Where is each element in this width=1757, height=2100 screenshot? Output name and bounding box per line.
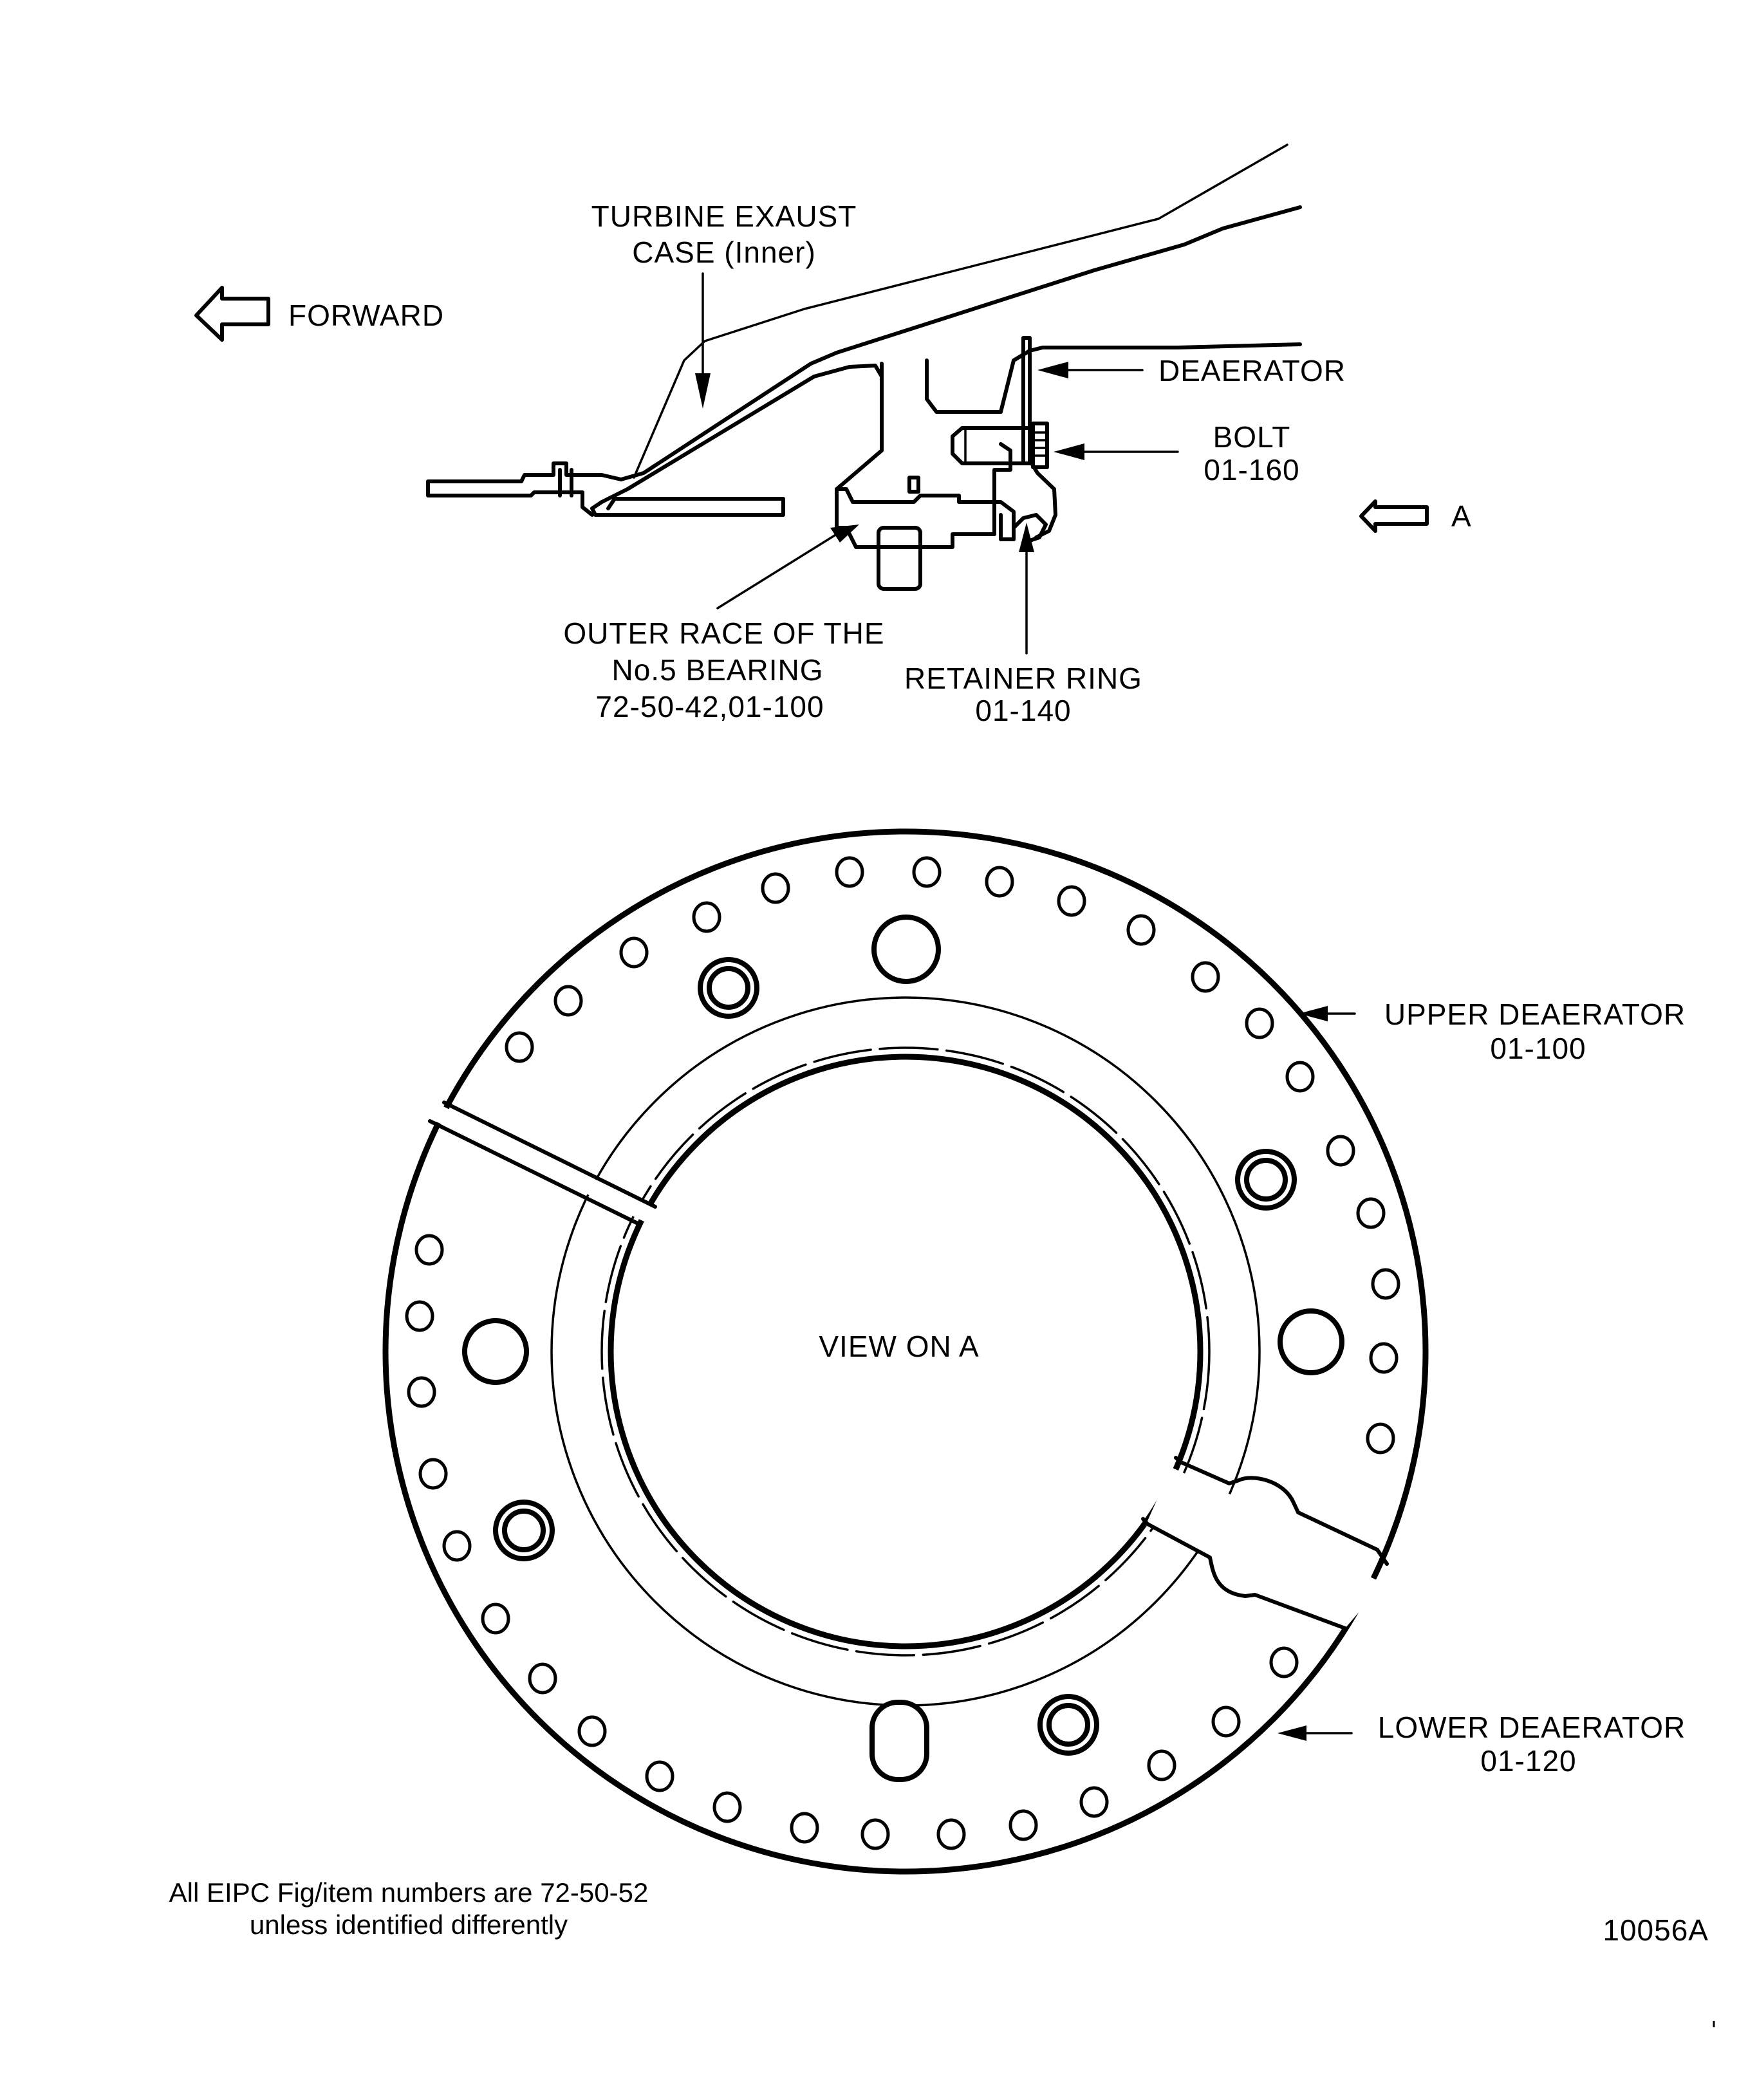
bolt-hole bbox=[481, 1603, 510, 1635]
bolt-hole bbox=[912, 856, 942, 888]
bolt-hole bbox=[1057, 885, 1086, 917]
retainer-ring-ref: 01-140 bbox=[975, 694, 1071, 727]
upper-deaerator-leader bbox=[1299, 1006, 1356, 1021]
bolt-hole bbox=[1326, 1135, 1355, 1167]
bolt-hole bbox=[505, 1031, 534, 1063]
bolt-hole bbox=[577, 1715, 607, 1747]
bolt-hole bbox=[985, 866, 1014, 898]
bolt-hole bbox=[712, 1791, 742, 1823]
bolt-hole bbox=[1245, 1007, 1274, 1039]
deaerator-inner-bore bbox=[608, 1054, 1204, 1649]
bolt-hole bbox=[1285, 1061, 1315, 1093]
bolt-hole bbox=[619, 936, 649, 969]
exhaust-case-wall-upper bbox=[619, 205, 1302, 481]
bolt-hole bbox=[1126, 914, 1156, 946]
deaerator-leader bbox=[1037, 362, 1144, 378]
race-locating-pin bbox=[907, 476, 920, 494]
bolt-hole bbox=[407, 1376, 436, 1408]
lower-deaerator-label: LOWER DEAERATOR bbox=[1378, 1711, 1686, 1744]
lower-deaerator-leader bbox=[1278, 1725, 1353, 1741]
upper-left-split-joint bbox=[428, 1101, 657, 1227]
bolt-hole bbox=[1191, 961, 1220, 993]
counterbored-hole bbox=[1235, 1149, 1297, 1211]
bolt-hole bbox=[1147, 1749, 1176, 1781]
forward-label: FORWARD bbox=[288, 299, 444, 332]
upper-deaerator-label: UPPER DEAERATOR bbox=[1384, 998, 1686, 1031]
bolt-hole bbox=[1366, 1422, 1395, 1454]
outer-race-block bbox=[877, 526, 922, 591]
bolt-hole bbox=[790, 1812, 819, 1844]
bolt-hole bbox=[1009, 1809, 1038, 1841]
bolt-hole bbox=[1369, 1342, 1399, 1374]
support-vertical-web bbox=[880, 362, 1012, 536]
upper-deaerator-end bbox=[1174, 1456, 1379, 1552]
bolt-label: BOLT bbox=[1213, 420, 1291, 454]
bolt-hole bbox=[1356, 1197, 1386, 1229]
bolt-leader bbox=[1054, 443, 1179, 460]
exhaust-case-label-line2: CASE (Inner) bbox=[632, 236, 816, 269]
lower-deaerator-end bbox=[1141, 1517, 1347, 1630]
outer-race-label-line1: OUTER RACE OF THE bbox=[563, 617, 884, 650]
eipc-note-line2: unless identified differently bbox=[250, 1910, 568, 1940]
bolt-hole bbox=[1269, 1646, 1299, 1678]
bolt-hole bbox=[442, 1530, 472, 1562]
view-a-arrow-label: A bbox=[1451, 499, 1472, 533]
bolt-hole bbox=[405, 1300, 434, 1332]
deaerator-outer-edge bbox=[382, 828, 1429, 1875]
outer-race-housing bbox=[835, 487, 1016, 541]
large-hole bbox=[1278, 1308, 1344, 1375]
deaerator-label: DEAERATOR bbox=[1158, 354, 1346, 387]
bolt-hole bbox=[692, 901, 721, 933]
forward-flange bbox=[426, 461, 785, 517]
bolt-hole bbox=[418, 1458, 448, 1490]
exhaust-case-wall-lower bbox=[600, 364, 884, 504]
left-arrow-icon bbox=[1359, 499, 1429, 533]
outer-race-leader bbox=[716, 525, 859, 609]
bolt-01-160 bbox=[951, 422, 1049, 469]
support-upper-flange bbox=[925, 342, 1302, 414]
bolt-hole-pattern bbox=[405, 856, 1400, 1850]
face-view: VIEW ON A UPPER DEAERATOR 01-100 LOWER D… bbox=[382, 828, 1686, 1875]
figure-id: 10056A bbox=[1603, 1913, 1709, 1947]
bolt-hole bbox=[645, 1760, 674, 1792]
left-arrow-icon bbox=[194, 286, 270, 342]
outer-race-ref: 72-50-42,01-100 bbox=[595, 690, 824, 723]
counterbored-hole bbox=[493, 1500, 555, 1561]
view-a-indicator: A bbox=[1359, 499, 1472, 533]
bolt-hole bbox=[761, 872, 790, 904]
exhaust-case-label-line1: TURBINE EXAUST bbox=[591, 200, 857, 233]
bolt-hole bbox=[1371, 1268, 1400, 1300]
bolt-hole bbox=[414, 1234, 444, 1266]
retainer-ring-01-140 bbox=[999, 513, 1048, 543]
oval-slot bbox=[869, 1700, 929, 1782]
deaerator-plate bbox=[1021, 336, 1057, 539]
exhaust-case-outer-contour bbox=[633, 144, 1288, 479]
forward-direction-indicator: FORWARD bbox=[194, 286, 444, 342]
large-hole bbox=[871, 915, 941, 984]
bolt-hole bbox=[1079, 1786, 1109, 1818]
counterbored-hole bbox=[698, 957, 759, 1019]
bolt-hole bbox=[936, 1818, 966, 1850]
retainer-ring-label: RETAINER RING bbox=[904, 662, 1142, 695]
eipc-note-line1: All EIPC Fig/item numbers are 72-50-52 bbox=[169, 1877, 649, 1908]
exhaust-case-leader bbox=[695, 272, 711, 409]
bolt-hole bbox=[528, 1662, 557, 1695]
bolt-hole bbox=[1211, 1705, 1241, 1738]
retainer-ring-leader bbox=[1019, 523, 1034, 655]
flange-bolt bbox=[558, 468, 573, 497]
lower-right-split-joint bbox=[1141, 1456, 1389, 1630]
lower-deaerator-ref: 01-120 bbox=[1480, 1744, 1576, 1778]
large-hole bbox=[462, 1318, 529, 1385]
outer-race-label-line2: No.5 BEARING bbox=[612, 653, 824, 687]
deaerator-inner-bore-dashed bbox=[600, 1046, 1211, 1657]
bolt-ref: 01-160 bbox=[1204, 453, 1299, 487]
counterbored-hole bbox=[1037, 1694, 1099, 1756]
upper-deaerator-ref: 01-100 bbox=[1490, 1032, 1586, 1065]
section-view: FORWARD TURBI bbox=[194, 144, 1472, 727]
bolt-hole bbox=[835, 856, 864, 888]
bolt-hole bbox=[860, 1818, 890, 1850]
bolt-hole bbox=[553, 985, 583, 1017]
view-title: VIEW ON A bbox=[819, 1330, 979, 1363]
